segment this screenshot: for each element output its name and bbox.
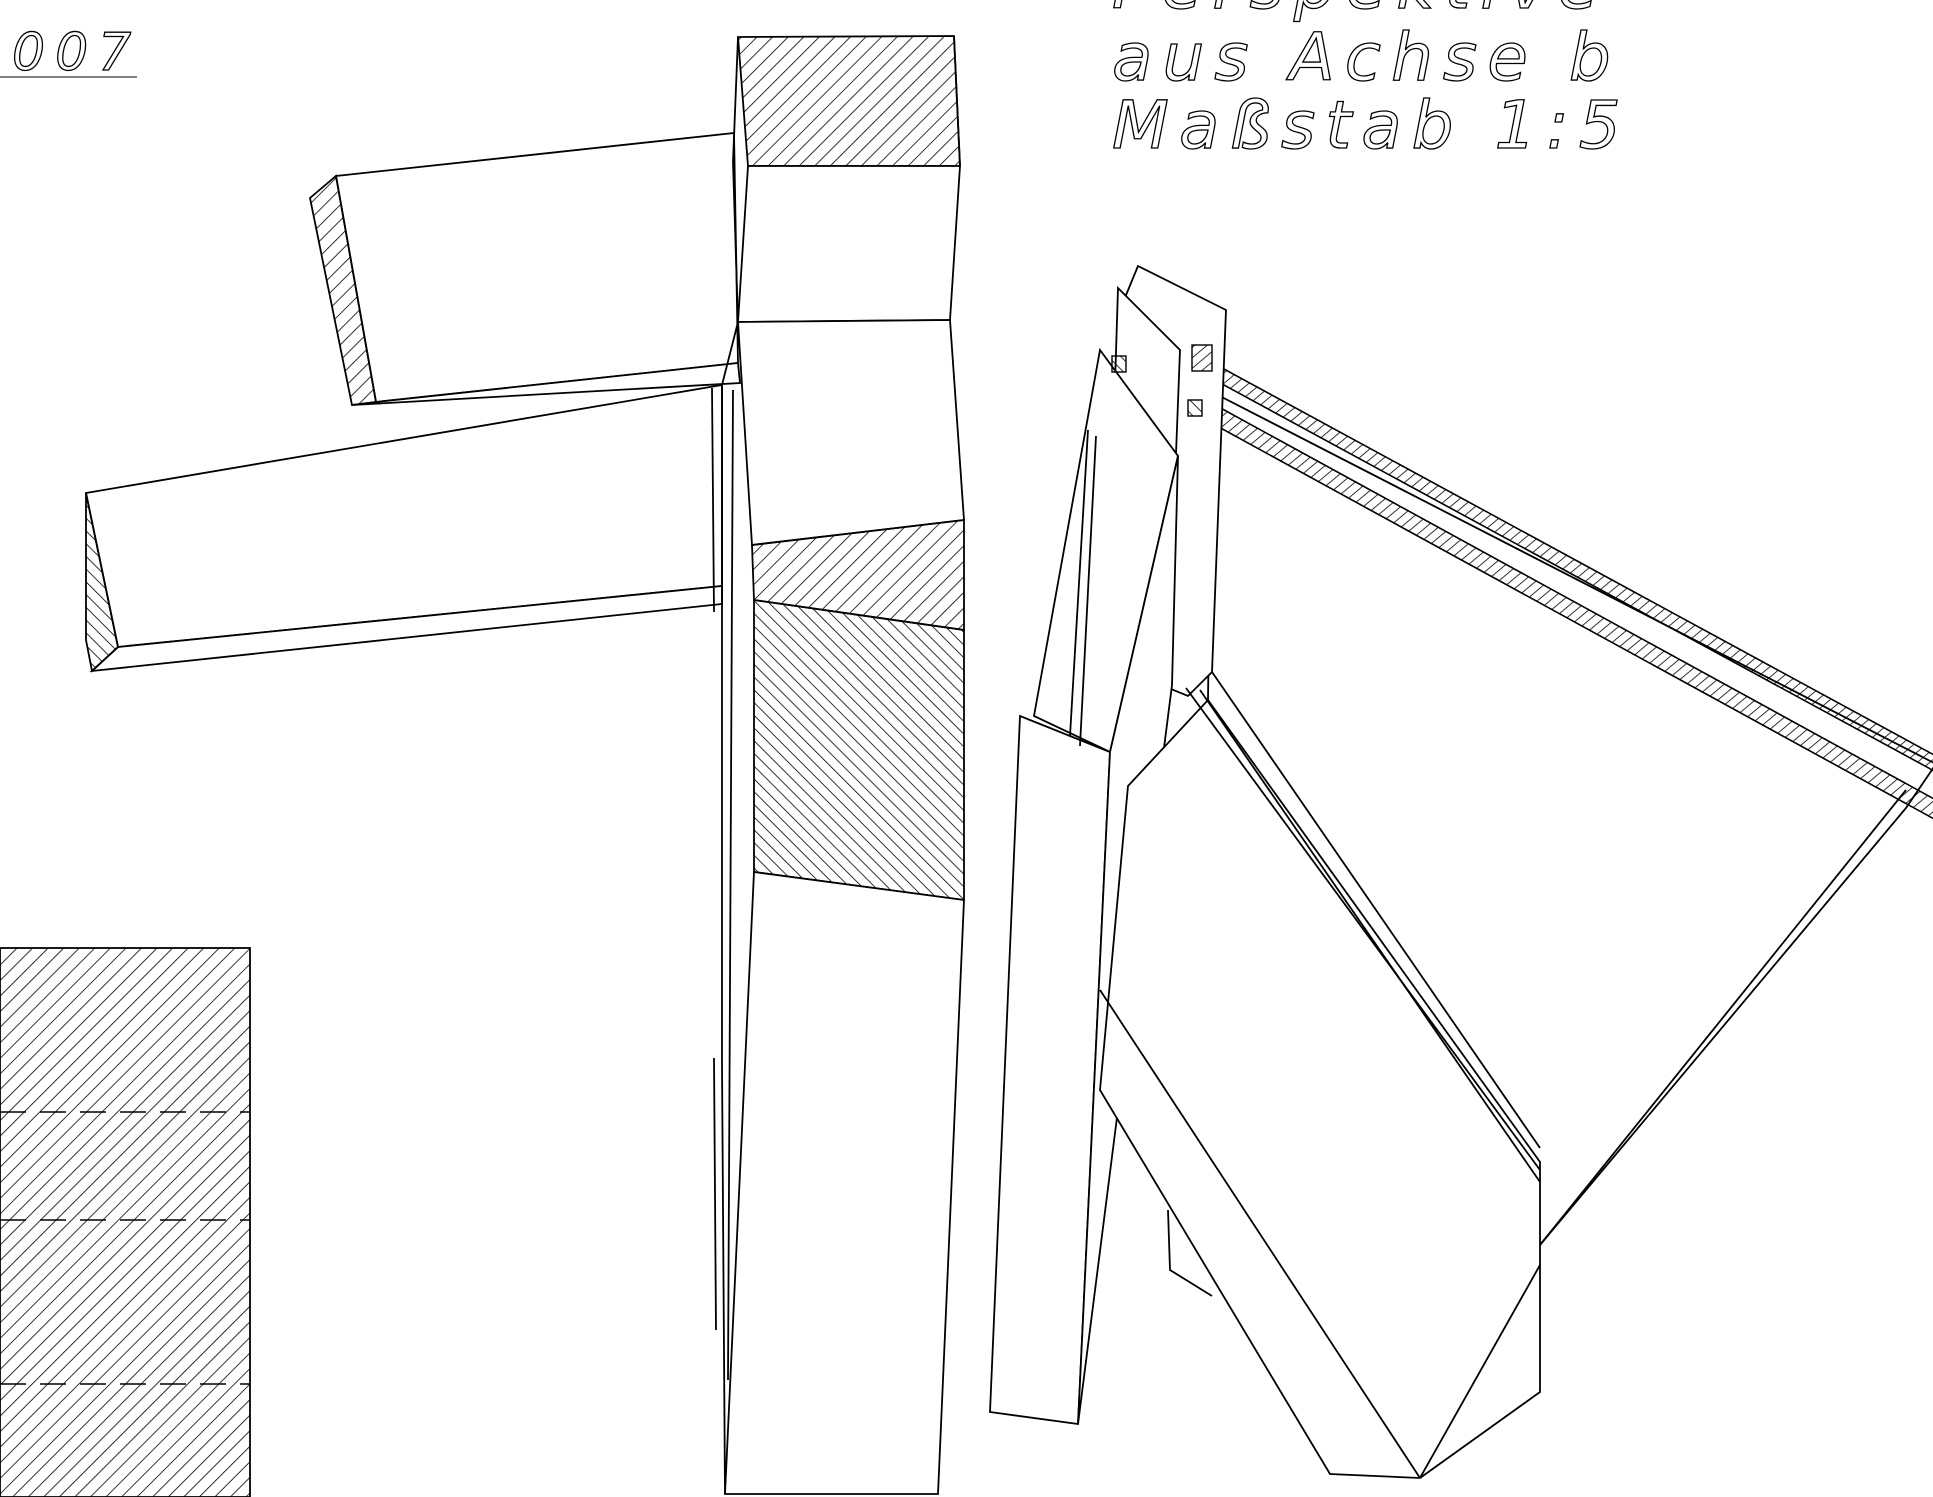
post-left-edge-lower (721, 321, 739, 1495)
post-right-edge-top (953, 35, 961, 167)
lower-beam-cut-section (85, 492, 119, 673)
upper-beam-top-face (334, 131, 739, 403)
post-core-cut-section (753, 598, 965, 902)
view-title-line-2: aus Achse b (1112, 19, 1621, 96)
post-lower-notch (713, 1057, 717, 1331)
wall-cut-hatch (0, 947, 251, 1497)
frame-rebate-line-3 (1211, 671, 1541, 1149)
sheet-number-text: 007 (12, 23, 141, 83)
post-inner-edge (727, 389, 734, 1381)
view-title-block: Perspektive aus Achse b Maßstab 1:5 (1111, 0, 1631, 165)
gasket-3 (1191, 344, 1213, 372)
frame-rebate-line-2 (1199, 689, 1541, 1183)
sheet-number-label: 007 (0, 22, 141, 84)
lower-beam-end-edge (711, 387, 715, 613)
upper-short-beam (309, 131, 741, 406)
post-top-cut-section (737, 35, 961, 167)
sash-groove-line-1 (1069, 429, 1089, 737)
frame-lower-diagonal (1099, 989, 1421, 1479)
frame-foot-notch (1167, 1209, 1213, 1297)
post-left-edge-upper (732, 36, 739, 323)
post-upper-face (737, 165, 961, 323)
sash-groove-line-2 (1079, 435, 1097, 747)
view-title-line-1: Perspektive (1112, 0, 1609, 24)
vertical-post (713, 35, 965, 1495)
gasket-1 (1111, 355, 1127, 373)
gasket-2 (1187, 399, 1203, 417)
frame-end-edge (1419, 1265, 1541, 1479)
post-middle-face (737, 319, 965, 547)
lower-long-beam (84, 383, 723, 673)
frame-rebate-line-1 (1185, 687, 1541, 1171)
wall-section-bottom-left (0, 947, 251, 1497)
frame-lower-body (1099, 698, 1541, 1479)
post-lower-face (724, 870, 965, 1495)
upper-beam-cut-section (309, 174, 378, 406)
window-frame-assembly (989, 264, 1933, 1479)
glass-lower-edge (1539, 789, 1907, 1246)
view-title-line-3: Maßstab 1:5 (1112, 87, 1631, 164)
